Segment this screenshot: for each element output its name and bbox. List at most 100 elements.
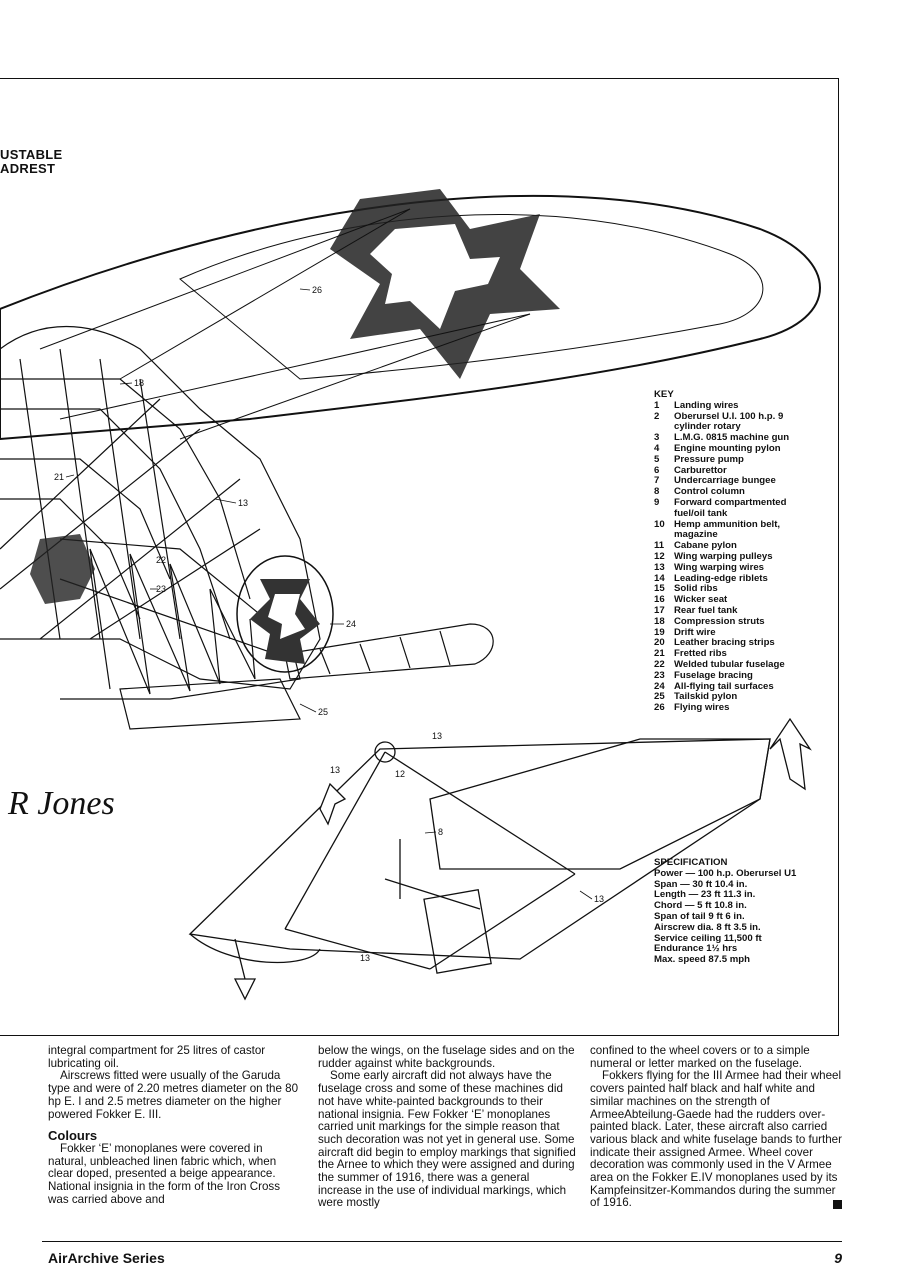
callout-13b: 13: [432, 731, 442, 741]
key-item-number: 4: [654, 442, 660, 454]
specification-line: Power — 100 h.p. Oberursel U1: [654, 867, 797, 879]
cutaway-drawing: R Jones 26 18 21 13 22 23 24 25 13 13 12…: [0, 189, 821, 1001]
key-item-text: Pressure pump: [674, 453, 744, 465]
specification-line: Span — 30 ft 10.4 in.: [654, 878, 748, 890]
key-item-number: 22: [654, 658, 665, 670]
key-item-number: 18: [654, 615, 665, 627]
key-item: 14 Leading-edge riblets: [654, 572, 834, 585]
key-item: 25 Tailskid pylon: [654, 692, 834, 703]
callout-21: 21: [54, 472, 64, 482]
key-item-number: 1: [654, 399, 660, 411]
key-item-number: 14: [654, 572, 665, 584]
key-item-text: Compression struts: [674, 615, 765, 627]
key-item-number: 9: [654, 496, 660, 508]
fuselage-framework: [0, 326, 321, 690]
key-item-text: Leather bracing strips: [674, 637, 775, 649]
key-item: 16 Wicker seat: [654, 594, 834, 606]
key-item-number: 10: [654, 518, 665, 530]
key-item-text: magazine: [674, 529, 718, 541]
callout-22: 22: [156, 555, 166, 565]
key-item-number: 12: [654, 550, 665, 562]
callout-24: 24: [346, 619, 356, 629]
key-item-text: Fuselage bracing: [674, 669, 753, 681]
key-item-number: 7: [654, 475, 660, 487]
key-item: 19 Drift wire: [654, 626, 834, 639]
callout-13: 13: [238, 498, 248, 508]
key-item-number: 15: [654, 583, 665, 595]
key-item-text: Undercarriage bungee: [674, 475, 776, 487]
key-item: 10 Hemp ammunition belt,: [654, 518, 834, 531]
specification-line: Airscrew dia. 8 ft 3.5 in.: [654, 921, 761, 933]
callout-18: 18: [134, 378, 144, 388]
key-item-number: 5: [654, 453, 660, 465]
paragraph: Fokkers flying for the III Armee had the…: [590, 1069, 842, 1210]
fuselage-cross: [30, 534, 95, 604]
key-item-number: 23: [654, 669, 665, 681]
diagram-frame: [0, 78, 839, 1036]
paragraph: integral compartment for 25 litres of ca…: [48, 1044, 266, 1070]
key-item-number: 16: [654, 594, 665, 606]
key-item: cylinder rotary: [654, 422, 834, 433]
paragraph: Some early aircraft did not always have …: [318, 1069, 576, 1210]
key-item-number: 25: [654, 691, 665, 703]
key-item-text: Flying wires: [674, 702, 730, 714]
callout-13c: 13: [330, 765, 340, 775]
section-heading-colours: Colours: [48, 1128, 98, 1144]
key-item-text: All-flying tail surfaces: [674, 680, 774, 692]
text-column-1: integral compartment for 25 litres of ca…: [48, 1044, 302, 1206]
key-item-text: Hemp ammunition belt,: [674, 518, 781, 530]
specification-box: SPECIFICATION Power — 100 h.p. Oberursel…: [654, 857, 834, 966]
key-item-number: [654, 509, 674, 520]
paragraph: confined to the wheel covers or to a sim…: [590, 1044, 810, 1070]
key-item: 5 Pressure pump: [654, 453, 834, 466]
key-item-text: Landing wires: [674, 399, 739, 411]
flying-wires: [39, 208, 531, 440]
key-item: magazine: [654, 530, 834, 541]
key-item-number: 19: [654, 626, 665, 638]
key-item: 7 Undercarriage bungee: [654, 476, 834, 487]
key-item-text: Drift wire: [674, 626, 716, 638]
callout-23: 23: [156, 584, 166, 594]
paragraph: Fokker ‘E’ monoplanes were covered in na…: [48, 1141, 280, 1206]
key-item-number: 11: [654, 540, 665, 552]
key-item-number: 26: [654, 702, 665, 714]
key-item-number: 13: [654, 561, 665, 573]
key-item-text: Carburettor: [674, 464, 727, 476]
key-item-text: fuel/oil tank: [674, 507, 728, 519]
key-item: fuel/oil tank: [654, 507, 834, 520]
key-item-text: Oberursel U.I. 100 h.p. 9: [674, 410, 784, 422]
end-of-article-mark: [833, 1200, 842, 1210]
key-item-number: 8: [654, 486, 660, 498]
key-item: 23 Fuselage bracing: [654, 669, 834, 682]
paragraph: below the wings, on the fuselage sides a…: [318, 1044, 575, 1070]
key-item-number: 21: [654, 648, 665, 660]
specification-line: Service ceiling 11,500 ft: [654, 932, 762, 944]
key-item: 26 Flying wires: [654, 702, 834, 714]
specification-line: Chord — 5 ft 10.8 in.: [654, 900, 747, 912]
key-item-text: Wing warping pulleys: [674, 550, 773, 562]
rudder: [236, 555, 334, 673]
key-item: 18 Compression struts: [654, 615, 834, 628]
key-item-text: Wing warping wires: [674, 561, 764, 573]
key-item-text: Tailskid pylon: [674, 691, 738, 703]
tailplane: [119, 623, 494, 730]
key-item-text: Forward compartmented: [674, 496, 787, 508]
callout-13d: 13: [594, 894, 604, 904]
key-item: 12 Wing warping pulleys: [654, 550, 834, 563]
key-item-text: Leading-edge riblets: [674, 572, 768, 584]
paragraph: Airscrews fitted were usually of the Gar…: [48, 1069, 299, 1121]
specification-line: Span of tail 9 ft 6 in.: [654, 910, 745, 922]
key-title: KEY: [654, 389, 674, 400]
key-item-text: Cabane pylon: [674, 540, 737, 552]
key-item-text: Wicker seat: [674, 594, 728, 606]
series-title: AirArchive Series: [48, 1250, 165, 1266]
key-item-text: cylinder rotary: [674, 421, 741, 433]
page-number: 9: [834, 1250, 842, 1266]
